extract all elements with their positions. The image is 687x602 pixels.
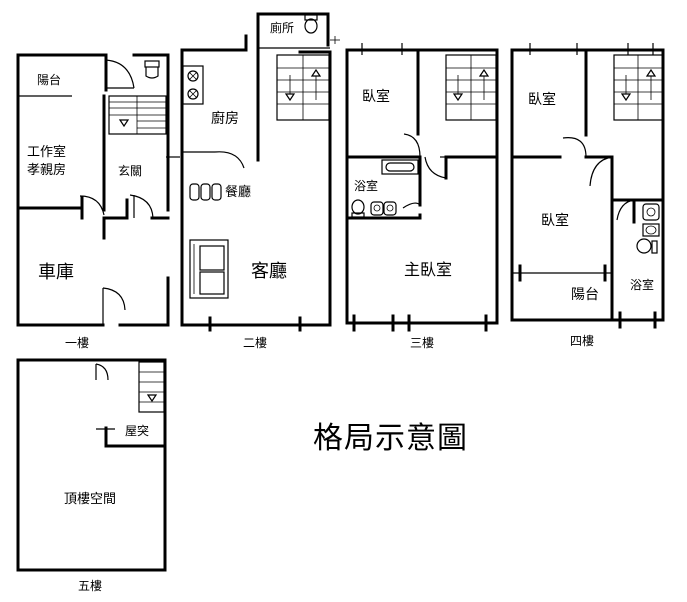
floor2-living-label: 客廳 — [251, 261, 287, 282]
stairs-icon — [613, 54, 664, 121]
floor4-balcony-label: 陽台 — [571, 287, 599, 303]
sofa-icon — [189, 239, 229, 299]
toilet-icon — [144, 60, 160, 79]
stove-icon — [182, 65, 204, 105]
floor1-study-label: 工作室 — [27, 145, 67, 160]
floor-5-plan — [16, 358, 167, 572]
floor4-caption: 四樓 — [570, 334, 595, 348]
floor-1-plan — [16, 53, 170, 327]
stairs-icon — [138, 361, 165, 413]
stairs-icon — [276, 54, 330, 121]
floor5-roof-protrusion-label: 屋突 — [125, 424, 150, 438]
dining-table-icon — [189, 183, 222, 201]
floor4-bathroom-label: 浴室 — [630, 278, 655, 292]
floor2-dining-label: 餐廳 — [225, 185, 252, 200]
floor2-caption: 二樓 — [243, 336, 268, 350]
floor-4-plan — [510, 43, 665, 329]
floor4-bedroom-mid-label: 臥室 — [541, 213, 569, 229]
toilet-icon — [636, 203, 660, 254]
floor3-caption: 三樓 — [410, 336, 435, 350]
toilet-icon — [304, 14, 318, 34]
diagram-title: 格局示意圖 — [313, 421, 468, 456]
floor1-caption: 一樓 — [65, 336, 90, 350]
floor-2-plan — [166, 12, 340, 332]
bathtub-icon — [381, 159, 419, 175]
floor2-toilet-label: 廁所 — [270, 21, 295, 35]
stairs-icon — [108, 95, 167, 135]
floor3-bedroom-label: 臥室 — [362, 89, 390, 105]
floor5-caption: 五樓 — [78, 579, 103, 593]
floor1-garage-label: 車庫 — [38, 262, 74, 283]
floor4-bedroom-top-label: 臥室 — [528, 92, 556, 108]
floor1-foyer-label: 玄關 — [118, 164, 143, 178]
stairs-icon — [445, 54, 497, 121]
floor2-kitchen-label: 廚房 — [211, 111, 239, 127]
floor-3-plan — [345, 43, 499, 332]
floor3-master-bedroom-label: 主臥室 — [404, 260, 453, 279]
floor3-bathroom-label: 浴室 — [354, 179, 379, 193]
floor5-rooftop-space-label: 頂樓空間 — [64, 492, 117, 507]
floor1-balcony-label: 陽台 — [37, 73, 62, 87]
floor1-elder-room-label: 孝親房 — [27, 163, 67, 178]
sink-icon — [351, 199, 397, 218]
